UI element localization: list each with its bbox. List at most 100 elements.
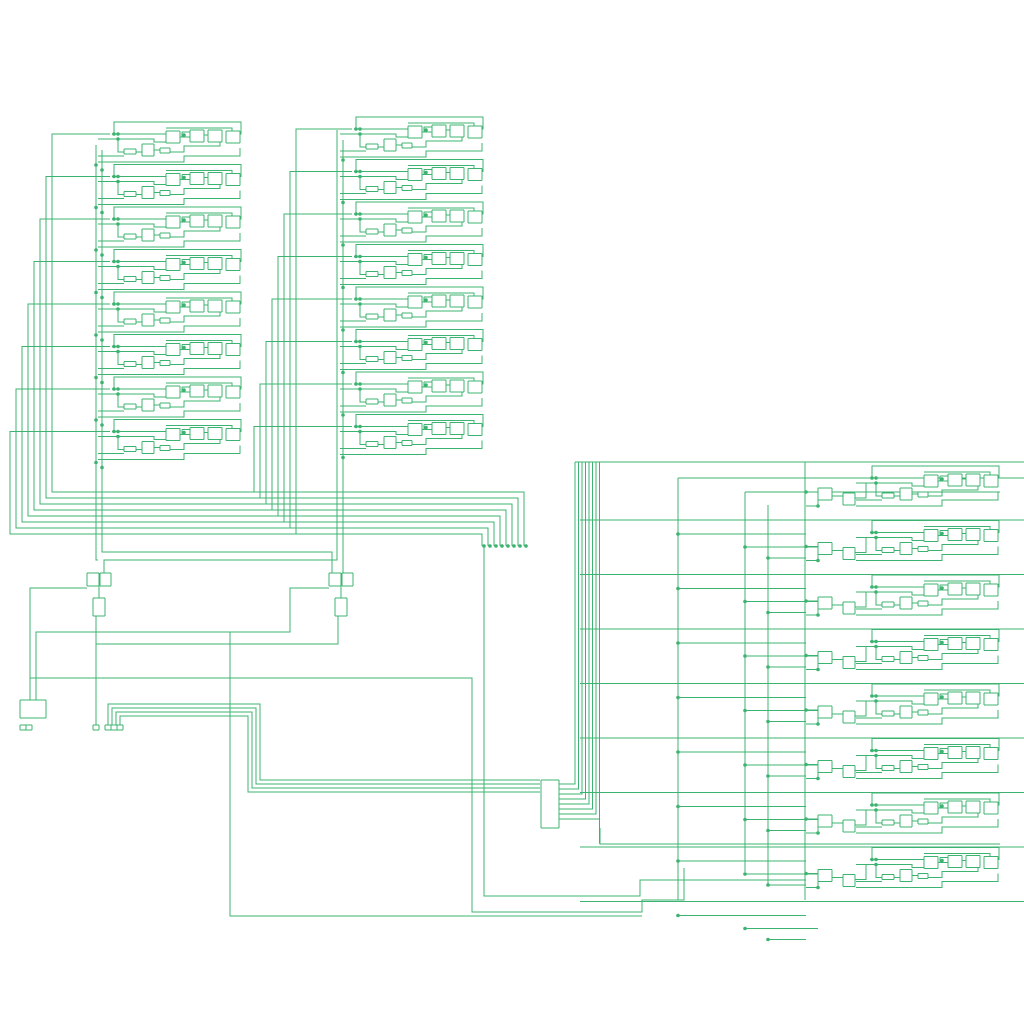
junction-dot — [112, 344, 116, 349]
junction-dot — [424, 170, 428, 175]
flip-flop — [207, 257, 223, 270]
logic-gate — [917, 764, 929, 770]
flip-flop — [983, 692, 999, 706]
junction-dot — [116, 344, 120, 349]
flip-flop — [141, 143, 155, 157]
flip-flop — [467, 380, 483, 394]
junction-dot — [94, 248, 98, 252]
flip-flop — [189, 172, 205, 185]
cell-wire — [170, 227, 221, 238]
flip-flop — [189, 299, 205, 313]
junction-dot — [112, 132, 116, 136]
cell-wire — [170, 312, 221, 323]
flip-flop — [467, 125, 483, 139]
register-slice — [340, 329, 484, 370]
junction-dot — [940, 804, 944, 808]
cell-wire — [98, 318, 241, 333]
flip-flop — [225, 173, 241, 186]
junction-dot — [874, 748, 878, 753]
cell-wire — [170, 397, 221, 408]
pin — [25, 724, 33, 731]
flip-flop — [383, 393, 397, 407]
junction-dot — [182, 175, 186, 180]
cell-wire — [340, 133, 408, 138]
junction-dot — [870, 748, 874, 753]
logic-gate — [365, 271, 379, 277]
logic-gate — [123, 233, 137, 240]
junction-dot — [100, 423, 104, 427]
flip-flop — [842, 547, 856, 560]
flip-flop — [407, 125, 423, 139]
flip-flop — [189, 129, 205, 143]
logic-gate — [917, 600, 929, 607]
junction-dot — [112, 429, 116, 434]
flip-flop — [225, 258, 241, 271]
input-wire — [115, 711, 540, 789]
flip-flop — [431, 209, 447, 223]
flip-flop — [899, 651, 913, 664]
flip-flop — [817, 651, 833, 664]
junction-dot — [112, 302, 116, 306]
cell-wire — [856, 492, 999, 507]
bus-wire — [39, 218, 513, 546]
junction-dot — [424, 298, 428, 302]
logic-gate — [881, 656, 895, 662]
logic-gate — [917, 709, 929, 716]
junction-dot — [940, 749, 944, 754]
register-slice — [804, 683, 1000, 726]
logic-gate — [365, 313, 379, 320]
flip-flop — [817, 596, 833, 610]
flip-flop — [431, 167, 447, 180]
junction-dot — [494, 544, 498, 548]
flip-flop — [467, 253, 483, 266]
logic-gate — [881, 710, 895, 717]
flip-flop — [467, 338, 483, 351]
flip-flop — [965, 800, 981, 814]
register-slice — [340, 244, 484, 285]
logic-gate — [917, 873, 929, 879]
bus-wire — [289, 171, 352, 528]
junction-dot — [874, 753, 878, 758]
junction-dot — [94, 290, 98, 295]
cell-wire — [98, 233, 241, 248]
cell-wire — [98, 360, 241, 375]
cell-wire — [806, 609, 819, 616]
cell-wire — [98, 436, 166, 440]
junction-dot — [116, 132, 120, 136]
flip-flop — [189, 342, 205, 355]
cell-wire — [875, 864, 882, 878]
flip-flop — [165, 343, 181, 356]
cell-wire — [928, 486, 979, 497]
flip-flop — [965, 473, 981, 487]
junction-dot — [341, 158, 345, 162]
cell-wire — [340, 388, 408, 393]
junction-dot — [116, 259, 120, 264]
cell-wire — [875, 701, 882, 715]
junction-dot — [518, 544, 522, 548]
logic-gate — [401, 397, 413, 404]
flip-flop — [947, 473, 963, 487]
junction-dot — [100, 338, 104, 342]
flip-flop — [449, 422, 465, 435]
cell-wire — [359, 261, 366, 275]
junction-dot — [870, 639, 874, 644]
decoder-block — [92, 597, 106, 617]
flip-flop — [817, 705, 833, 719]
flip-flop — [983, 856, 999, 869]
junction-dot — [116, 179, 120, 184]
junction-dot — [116, 307, 120, 311]
register-slice — [804, 738, 1000, 781]
junction-dot — [874, 699, 878, 703]
junction-dot — [182, 260, 186, 265]
flip-flop — [842, 710, 856, 724]
junction-dot — [874, 585, 878, 589]
register-slice — [98, 376, 242, 418]
cell-wire — [412, 392, 463, 403]
control-blocks — [19, 572, 560, 829]
cell-wire — [98, 223, 166, 228]
cell-wire — [340, 185, 483, 200]
flip-flop — [449, 379, 465, 393]
junction-dot — [874, 535, 878, 540]
pin — [19, 724, 27, 731]
junction-dot — [804, 653, 808, 658]
